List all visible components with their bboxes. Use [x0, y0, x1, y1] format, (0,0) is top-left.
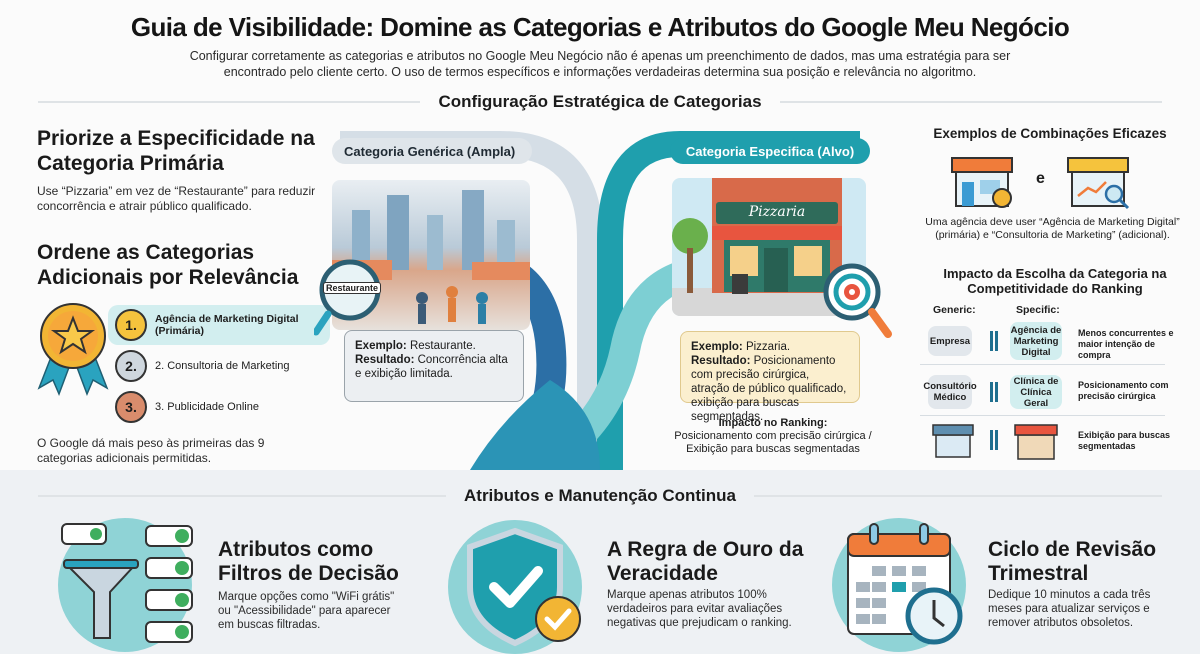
pizzaria-sign: Pizzaria [748, 204, 806, 220]
examples-connector: e [1036, 170, 1045, 187]
filter-funnel-icon [61, 523, 193, 643]
col-generic-header: Generic: [933, 304, 976, 316]
primary-category-text: Use “Pizzaria” em vez de “Restaurante” p… [37, 184, 316, 213]
rank-badge: 2. [115, 350, 147, 382]
page-title: Guia de Visibilidade: Domine as Categori… [130, 12, 1070, 42]
equals-icon [990, 331, 998, 351]
rank-label: 2. Consultoria de Marketing [155, 360, 290, 372]
calendar-clock-icon [847, 523, 963, 645]
attributes-section [0, 470, 1200, 654]
section-title: Configuração Estratégica de Categorias [438, 92, 762, 111]
divider [38, 101, 421, 103]
callout-value: Concorrência alta e exibição limitada. [355, 354, 508, 380]
divider [38, 495, 446, 497]
rank-badge: 1. [115, 309, 147, 341]
col-specific-header: Specific: [1016, 304, 1060, 316]
rank-label: Agência de Marketing Digital (Primária) [155, 313, 299, 337]
ranking-impact-title: Impacto no Ranking: [718, 417, 828, 429]
primary-category-title: Priorize a Especificidade na Categoria P… [37, 127, 315, 175]
callout-value: Posicionamento com precisão cirúrgica, a… [691, 355, 847, 423]
ranking-impact: Impacto no Ranking: Posicionamento com p… [668, 417, 878, 456]
callout-label: Resultado: [691, 355, 751, 367]
card-text: Dedique 10 minutos a cada três meses par… [988, 589, 1151, 629]
examples-title: Exemplos de Combinações Eficazes [933, 126, 1167, 141]
equals-icon [990, 382, 998, 402]
equals-icon [990, 430, 998, 450]
card-text: Marque apenas atributos 100% verdadeiros… [607, 589, 792, 629]
section-title: Atributos e Manutenção Continua [464, 486, 736, 505]
target-magnifier-icon [823, 263, 892, 338]
rank-item-3: 3. 3. Publicidade Online [115, 391, 259, 423]
generic-callout: Exemplo: Restaurante. Resultado: Concorr… [344, 330, 524, 402]
callout-value: Pizzaria. [742, 341, 791, 353]
divider [779, 101, 1162, 103]
rank-item-2: 2. 2. Consultoria de Marketing [115, 350, 290, 382]
card-title: Ciclo de Revisão Trimestral [988, 538, 1157, 585]
section-heading-attributes: Atributos e Manutenção Continua [0, 486, 1200, 506]
generic-cell: Empresa [928, 326, 972, 356]
storefront-gear-icon [951, 157, 1013, 208]
shield-check-icon [467, 527, 581, 647]
categories-note: O Google dá mais peso às primeiras das 9… [37, 436, 265, 465]
result-cell: Posicionamento com precisão cirúrgica [1078, 380, 1169, 401]
table-divider [920, 415, 1165, 416]
generic-cell: Consultório Médico [923, 375, 977, 409]
page-subtitle: Configurar corretamente as categorias e … [189, 49, 1011, 79]
ranking-impact-text: Posicionamento com precisão cirúrgica / … [674, 430, 872, 455]
callout-label: Resultado: [355, 354, 415, 366]
section-heading-categories: Configuração Estratégica de Categorias [0, 92, 1200, 112]
impact-table-title: Impacto da Escolha da Categoria na Compe… [943, 266, 1167, 296]
result-cell: Menos concurrentes e maior intenção de c… [1078, 328, 1174, 360]
specific-category-pill: Categoria Especifica (Alvo) [670, 138, 870, 164]
callout-label: Exemplo: [691, 341, 743, 353]
generic-store-icon [932, 424, 974, 458]
examples-text: Uma agência deve user “Agência de Market… [925, 216, 1180, 241]
storefront-search-icon [1067, 157, 1130, 210]
callout-label: Exemplo: [355, 340, 407, 352]
specific-callout: Exemplo: Pizzaria. Resultado: Posicionam… [680, 331, 860, 423]
additional-categories-title: Ordene as Categorias Adicionais por Rele… [37, 241, 299, 289]
specific-cell: Clínica de Clínica Geral [1010, 375, 1062, 409]
divider [754, 495, 1162, 497]
card-text: Marque opções como "WiFi grátis" ou "Ace… [218, 591, 395, 631]
result-cell: Exibição para buscas segmentadas [1078, 430, 1171, 451]
card-title: Atributos como Filtros de Decisão [218, 538, 399, 585]
generic-category-pill: Categoria Genérica (Ampla) [332, 138, 532, 164]
rank-item-1: 1. Agência de Marketing Digital (Primári… [115, 309, 305, 341]
callout-value: Restaurante. [406, 340, 476, 352]
medal-icon [37, 303, 109, 396]
specific-store-icon [1014, 424, 1058, 460]
card-title: A Regra de Ouro da Veracidade [607, 538, 804, 585]
magnifier-icon [314, 259, 381, 336]
specific-cell: Agência de Marketing Digital [1010, 322, 1062, 360]
restaurante-sign: Restaurante [323, 282, 381, 294]
generic-street-illustration [332, 180, 530, 330]
table-divider [920, 364, 1165, 365]
rank-label: 3. Publicidade Online [155, 401, 259, 413]
rank-badge: 3. [115, 391, 147, 423]
